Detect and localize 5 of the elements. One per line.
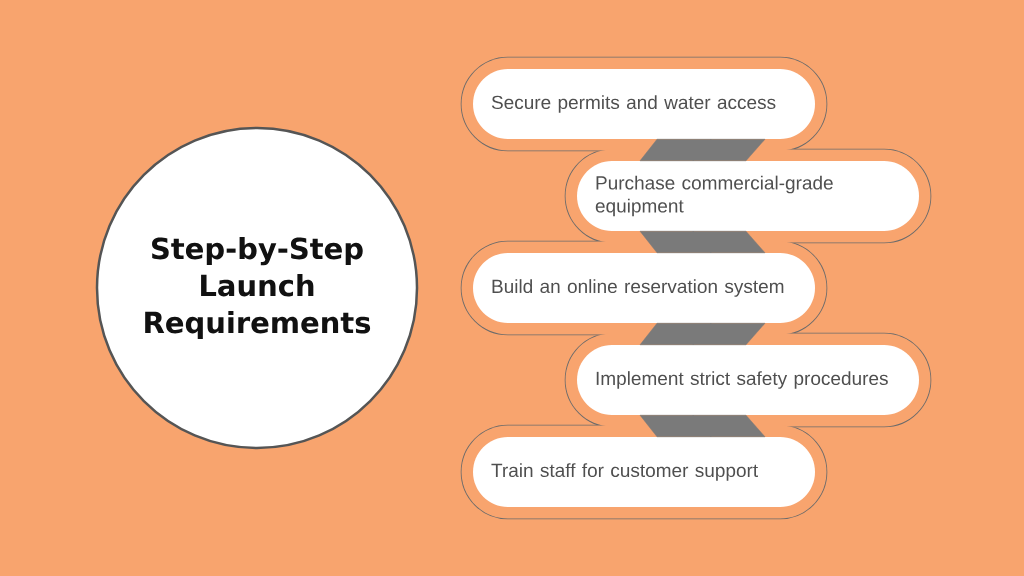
pill-box: Secure permits and water access: [473, 69, 815, 139]
pill-box: Build an online reservation system: [473, 253, 815, 323]
pill-box: Purchase commercial-grade equipment: [577, 161, 919, 231]
pill-box: Implement strict safety procedures: [577, 345, 919, 415]
pill-box: Train staff for customer support: [473, 437, 815, 507]
